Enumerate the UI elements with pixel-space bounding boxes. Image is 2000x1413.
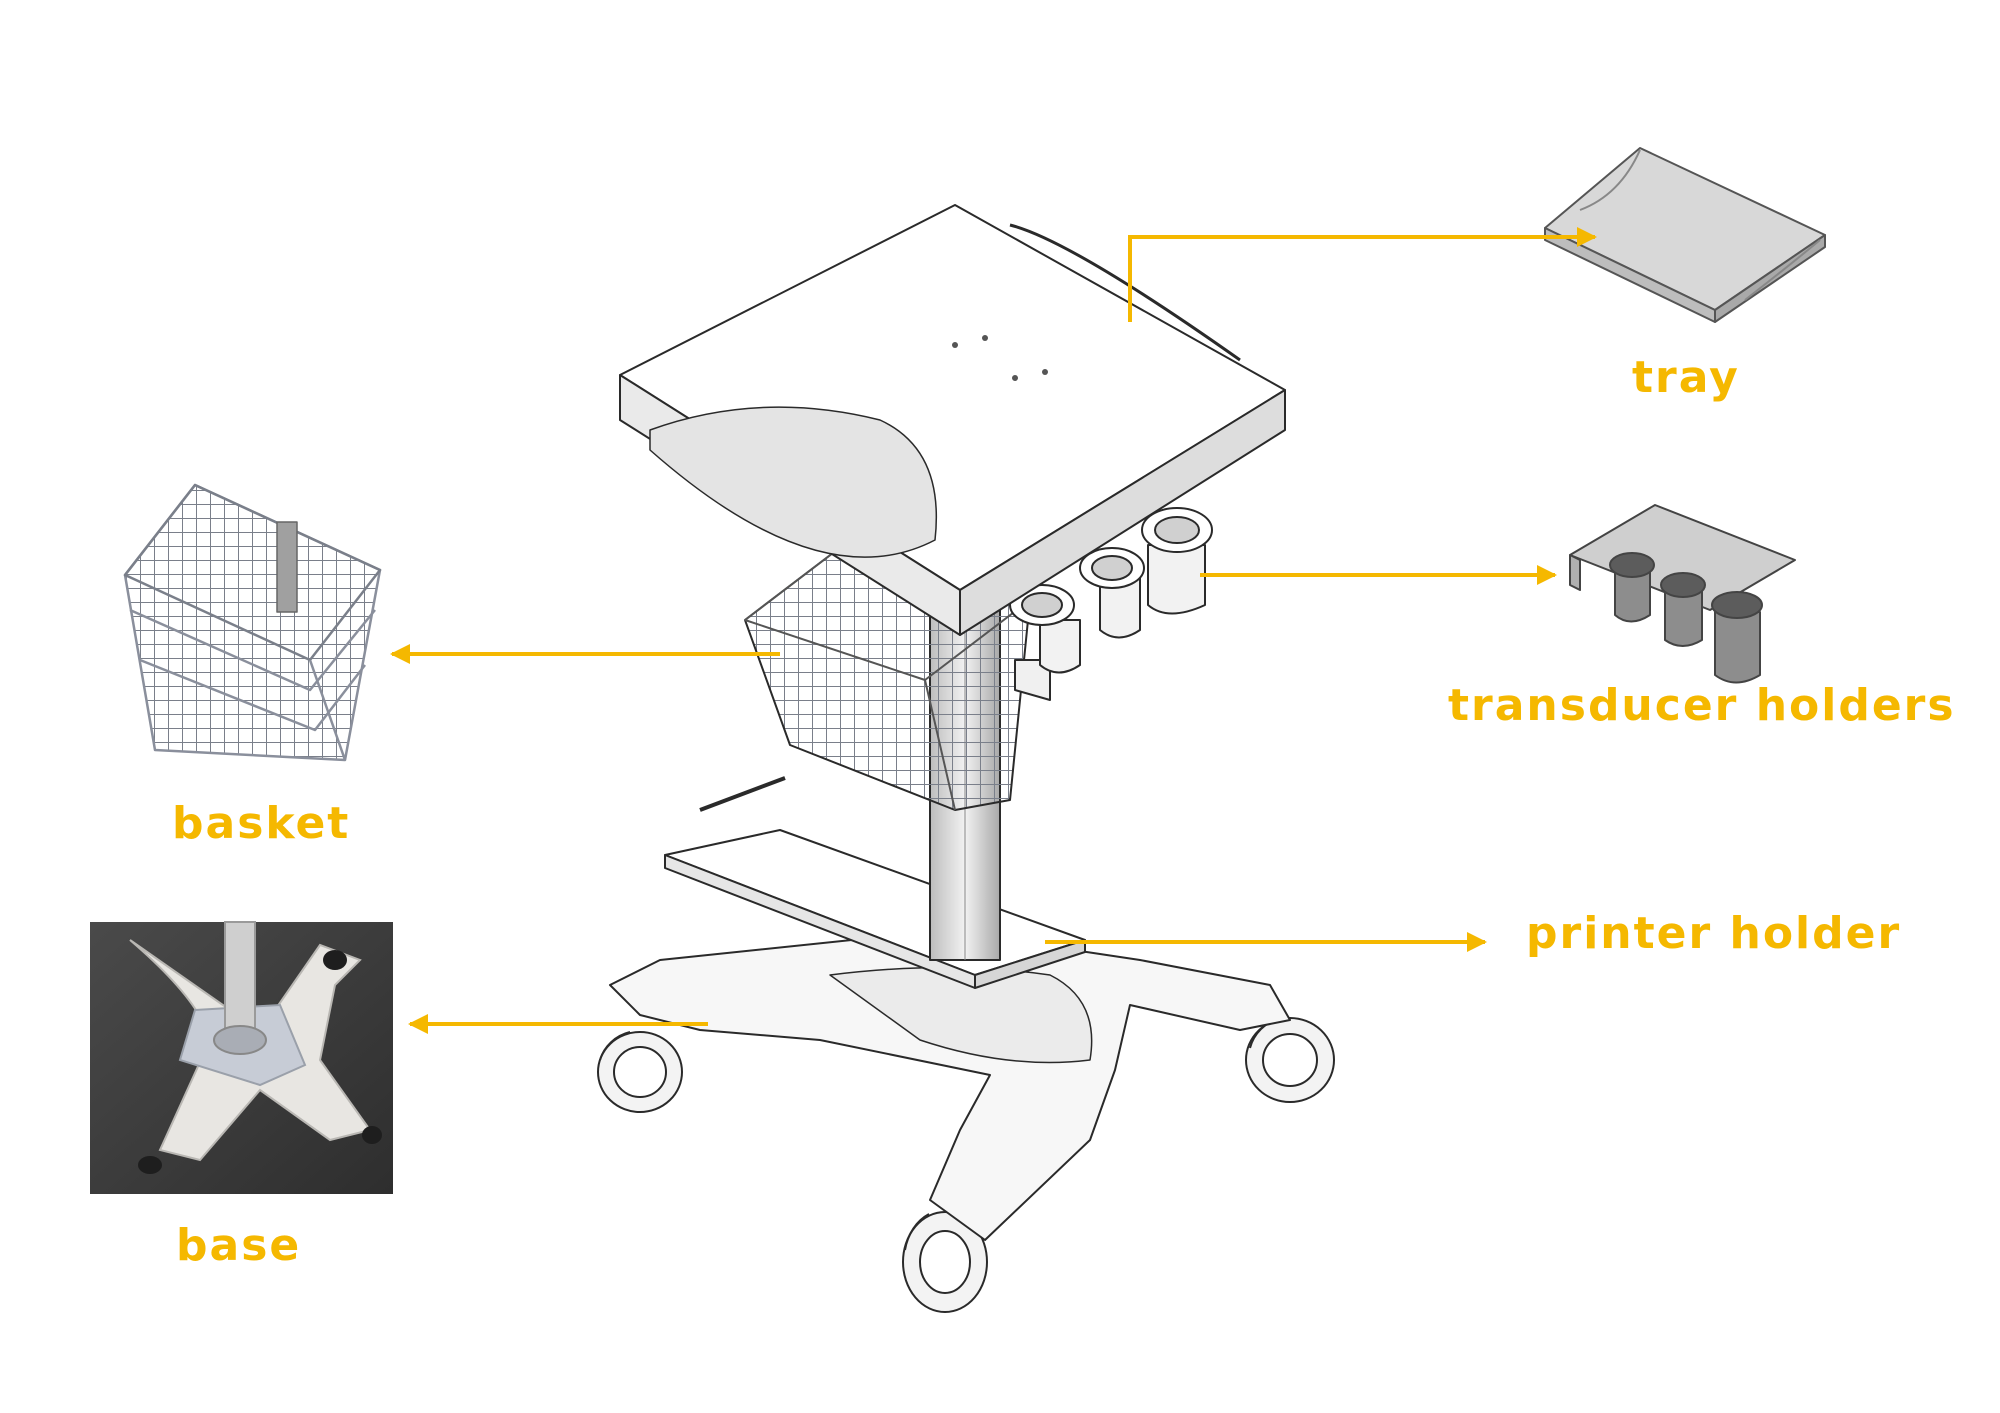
transducer-holders-label: transducer holders: [1448, 680, 1956, 731]
tray-label: tray: [1632, 352, 1740, 403]
cart-wheel-right: [1245, 1017, 1335, 1103]
cart-transducer-holders: [1009, 507, 1213, 701]
base-label: base: [176, 1220, 302, 1271]
printer-holder-label: printer holder: [1526, 908, 1902, 959]
base-part-image: [90, 921, 393, 1194]
cart-top-tray: [619, 204, 1286, 636]
cart-wheel-left: [597, 1031, 683, 1113]
transducer-holders-part-image: [1569, 504, 1796, 684]
basket-label: basket: [172, 798, 351, 849]
tray-callout-arrow: [1128, 227, 1597, 322]
callout-arrows: [390, 227, 1597, 1034]
main-cart: [597, 204, 1335, 1313]
tray-part-image: [1544, 147, 1826, 323]
basket-part-image: [123, 483, 382, 762]
